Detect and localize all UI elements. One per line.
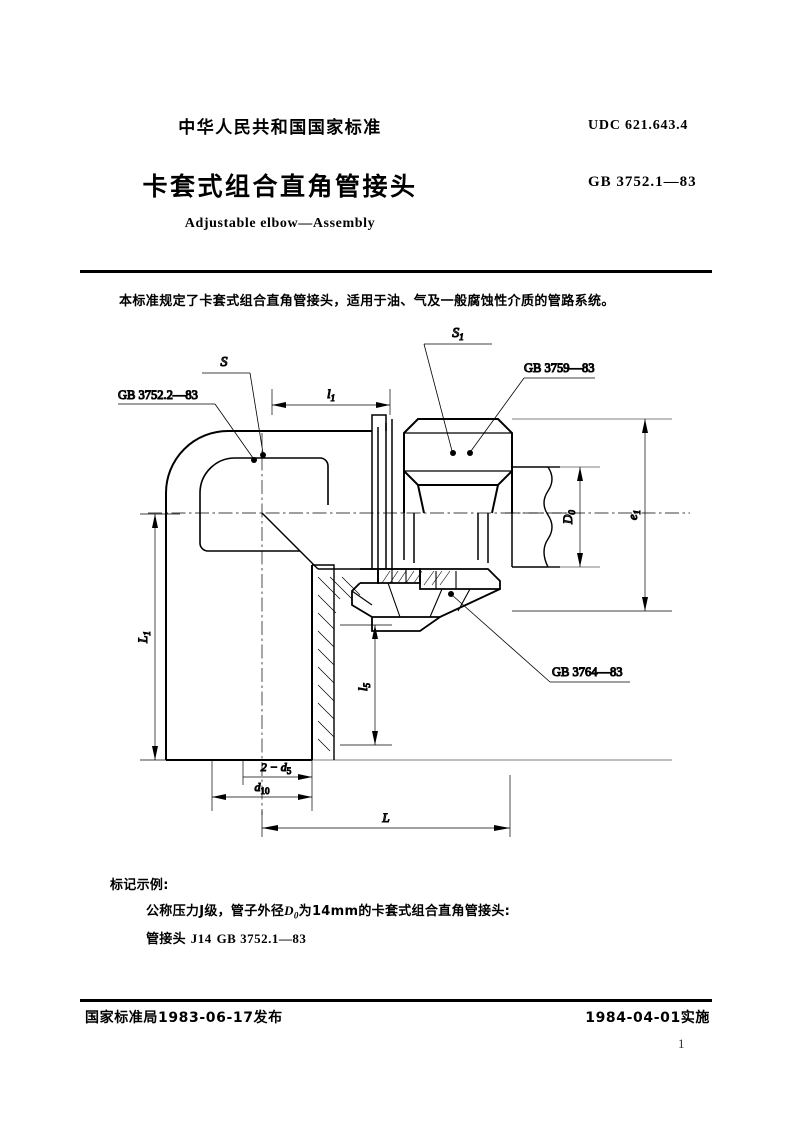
union-nut-section: [403, 513, 513, 567]
leader-gb-3764: [448, 591, 630, 683]
dimension-label-L1: L1: [135, 631, 152, 644]
designation-product: 管接头: [146, 931, 186, 947]
leg-step: [312, 564, 335, 760]
dimension-label-e1: e1: [625, 510, 642, 520]
leader-s1: [423, 343, 492, 456]
callout-s: S: [221, 355, 228, 370]
elbow-body-outline: [165, 430, 372, 761]
dimension-label-2d5: 2 − d5: [261, 760, 292, 776]
marking-example-description: 公称压力J级，管子外径D0为14mm的卡套式组合直角管接头:: [146, 900, 510, 921]
elbow-bore-outline: [199, 457, 329, 552]
dimension-label-l1: l1: [327, 386, 335, 403]
dimension-L1: [140, 513, 180, 761]
union-nut-chamfer-lines: [404, 432, 512, 472]
national-standard-heading: 中华人民共和国国家标准: [178, 118, 382, 138]
callout-s1: S1: [452, 326, 464, 342]
standard-number: GB 3752.1—83: [588, 174, 697, 190]
udc-code: UDC 621.643.4: [588, 118, 689, 133]
callout-gb-3759: GB 3759—83: [524, 361, 595, 375]
dimension-e1: [512, 419, 672, 612]
marking-symbol-d0: D0: [284, 903, 299, 921]
callout-gb-3764: GB 3764—83: [552, 665, 623, 679]
leader-s: [202, 372, 266, 458]
leader-gb-3759: [467, 377, 595, 456]
effective-date-statement: 1984-04-01实施: [585, 1010, 710, 1026]
tube-witness-lines: [166, 418, 672, 761]
page-title-english: Adjustable elbow—Assembly: [184, 216, 376, 231]
designation-standard: GB 3752.1—83: [216, 930, 307, 946]
tube-outline: [512, 466, 560, 568]
ferrule-assembly: [351, 568, 501, 632]
section-hatching-elbow: [317, 576, 361, 752]
dimension-2-d5: [242, 753, 313, 785]
page-title: 卡套式组合直角管接头: [142, 172, 418, 201]
page-number: 1: [678, 1036, 685, 1051]
footer-divider-rule: [80, 999, 712, 1002]
designation-code: J14: [190, 930, 212, 946]
marking-desc-part-a: 公称压力J级，管子外径: [146, 904, 285, 919]
section-hatching-ferrule: [381, 570, 451, 586]
marking-example-designation: 管接头 J14 GB 3752.1—83: [146, 928, 510, 947]
nipple-outline: [360, 414, 420, 570]
dimension-d10: [211, 760, 313, 811]
dimension-l5: [340, 624, 392, 746]
leader-gb-3752-2: [118, 403, 257, 463]
marking-example-heading: 标记示例:: [110, 878, 169, 893]
header-divider-rule: [80, 270, 712, 273]
dimension-l1: [271, 389, 391, 415]
callout-gb-3752-2: GB 3752.2—83: [118, 388, 198, 402]
assembly-drawing: l1 D0 e1: [0, 315, 794, 860]
elbow-shoulder: [261, 512, 360, 570]
dimension-L: [261, 775, 511, 837]
dimension-label-d10: d10: [255, 780, 271, 796]
marking-example-block: 标记示例: 公称压力J级，管子外径D0为14mm的卡套式组合直角管接头: 管接头…: [110, 874, 510, 947]
marking-desc-part-b: 为14mm的卡套式组合直角管接头:: [298, 904, 511, 919]
dimension-label-L: L: [381, 810, 389, 825]
dimension-label-l5: l5: [355, 682, 372, 691]
dimension-D0: [577, 467, 583, 567]
issue-statement: 国家标准局1983-06-17发布: [85, 1010, 283, 1026]
scope-paragraph: 本标准规定了卡套式组合直角管接头，适用于油、气及一般腐蚀性介质的管路系统。: [119, 294, 615, 309]
dimension-label-D0: D0: [560, 510, 577, 525]
